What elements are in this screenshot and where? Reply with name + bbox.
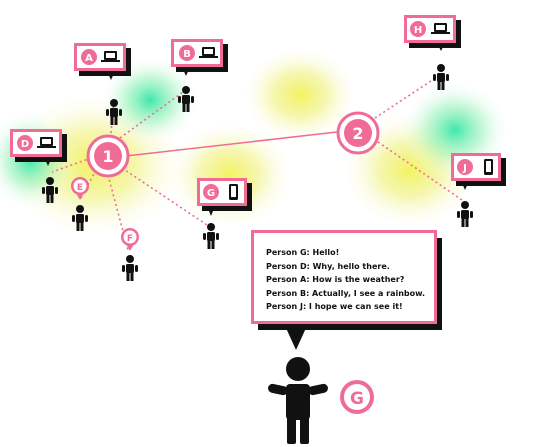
label-box-g: G xyxy=(197,178,252,216)
hub-1-label: 1 xyxy=(102,147,113,166)
link-j xyxy=(377,141,463,201)
label-box-j: J xyxy=(451,153,506,190)
label-a-text: A xyxy=(85,53,93,64)
chat-line: Person D: Why, hello there. xyxy=(266,261,390,271)
featured-person-figure xyxy=(268,357,328,444)
chat-line: Person J: I hope we can see it! xyxy=(266,302,403,311)
label-f-text: F xyxy=(127,234,133,244)
laptop-icon xyxy=(101,51,120,62)
link-b xyxy=(119,91,184,139)
label-box-b: B xyxy=(171,39,228,76)
hub-link-line xyxy=(125,131,338,157)
link-d xyxy=(51,157,92,173)
label-box-a: A xyxy=(74,43,131,80)
link-g xyxy=(121,167,208,226)
person-j-figure xyxy=(457,201,473,227)
person-d-figure xyxy=(42,177,58,203)
chat-pointer xyxy=(286,328,306,350)
laptop-icon xyxy=(37,137,56,148)
label-h-text: H xyxy=(414,25,422,36)
person-f-figure xyxy=(122,255,138,281)
person-g-figure xyxy=(203,223,219,249)
person-figures xyxy=(42,64,473,281)
chat-line: Person G: Hello! xyxy=(266,248,340,257)
chat-messages: Person G: Hello! Person D: Why, hello th… xyxy=(266,246,425,314)
pin-badge-e: E xyxy=(71,177,89,200)
label-g-text: G xyxy=(207,188,215,199)
label-b-text: B xyxy=(183,49,191,60)
label-box-h: H xyxy=(404,15,461,51)
phone-icon xyxy=(484,159,493,175)
laptop-icon xyxy=(199,47,218,58)
pin-badge-f: F xyxy=(121,228,139,251)
person-e-figure xyxy=(72,205,88,231)
hub-1: 1 xyxy=(86,134,130,178)
label-box-d: D xyxy=(10,129,67,166)
chat-box: Person G: Hello! Person D: Why, hello th… xyxy=(251,230,437,324)
chat-line: Person A: How is the weather? xyxy=(266,275,405,284)
person-h-figure xyxy=(433,64,449,90)
featured-badge: G xyxy=(340,380,374,414)
laptop-icon xyxy=(431,23,450,34)
featured-badge-label: G xyxy=(350,389,364,409)
person-b-figure xyxy=(178,86,194,112)
label-d-text: D xyxy=(21,139,29,150)
phone-icon xyxy=(229,184,238,200)
hub-2-label: 2 xyxy=(352,124,363,143)
label-e-text: E xyxy=(77,183,83,193)
label-j-text: J xyxy=(462,163,467,174)
hub-2: 2 xyxy=(336,111,380,155)
chat-line: Person B: Actually, I see a rainbow. xyxy=(266,288,426,298)
person-a-figure xyxy=(106,99,122,125)
